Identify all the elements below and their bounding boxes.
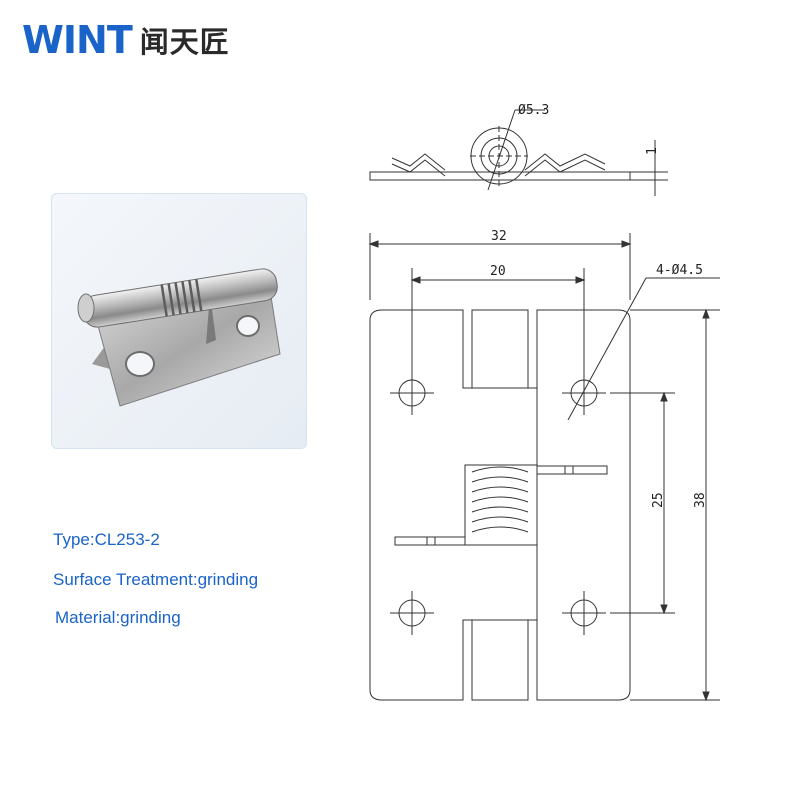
- torsion-spring: [394, 464, 608, 546]
- dim-hole-spacing-y: 25: [651, 492, 666, 508]
- side-view: Ø5.3 1: [369, 103, 668, 196]
- product-photo: [51, 193, 307, 449]
- spec-type: Type:CL253-2: [53, 530, 160, 549]
- dim-hole-spacing-x: 20: [490, 264, 506, 279]
- side-view-bent-leaf-right: [524, 153, 606, 171]
- dim-pin-diameter: Ø5.3: [518, 103, 549, 118]
- mounting-hole: [390, 371, 434, 415]
- hinge-outline: [369, 309, 538, 701]
- mounting-hole: [562, 371, 606, 415]
- spring-hinge-photo: [77, 268, 281, 407]
- dim-overall-width: 32: [491, 229, 507, 244]
- spec-material: Material:grinding: [55, 608, 181, 627]
- side-view-bent-leaf-right: [524, 159, 606, 177]
- torsion-spring: [160, 279, 203, 317]
- side-view-bent-leaf-left: [391, 153, 446, 171]
- mounting-hole: [125, 351, 155, 377]
- mounting-hole: [390, 591, 434, 635]
- dim-arrows: [410, 276, 586, 284]
- technical-drawing: Ø5.3 1 32 20 4-Ø4.5: [330, 85, 800, 715]
- leader-pin-diameter: [487, 109, 516, 191]
- brand-name-latin: WINT: [22, 18, 133, 62]
- spec-surface-treatment: Surface Treatment:grinding: [53, 570, 259, 589]
- brand-logo: WINT 闻天匠: [22, 18, 230, 62]
- dim-overall-height: 38: [693, 492, 708, 508]
- barrel-end: [77, 293, 95, 323]
- side-view-leaf: [369, 171, 631, 181]
- dim-holes: 4-Ø4.5: [656, 263, 703, 278]
- dim-arrows: [702, 308, 710, 702]
- dim-arrows: [368, 240, 632, 248]
- hinge-outline-right: [536, 309, 631, 701]
- brand-name-cjk: 闻天匠: [139, 25, 230, 59]
- side-view-bent-leaf-left: [391, 159, 446, 177]
- front-view: 32 20 4-Ø4.5: [368, 229, 720, 702]
- dim-arrows: [660, 391, 668, 615]
- spring-arm: [206, 294, 216, 344]
- dim-thickness: 1: [645, 147, 660, 155]
- leader-holes: [567, 277, 647, 421]
- mounting-hole: [236, 315, 260, 337]
- mounting-hole: [562, 591, 606, 635]
